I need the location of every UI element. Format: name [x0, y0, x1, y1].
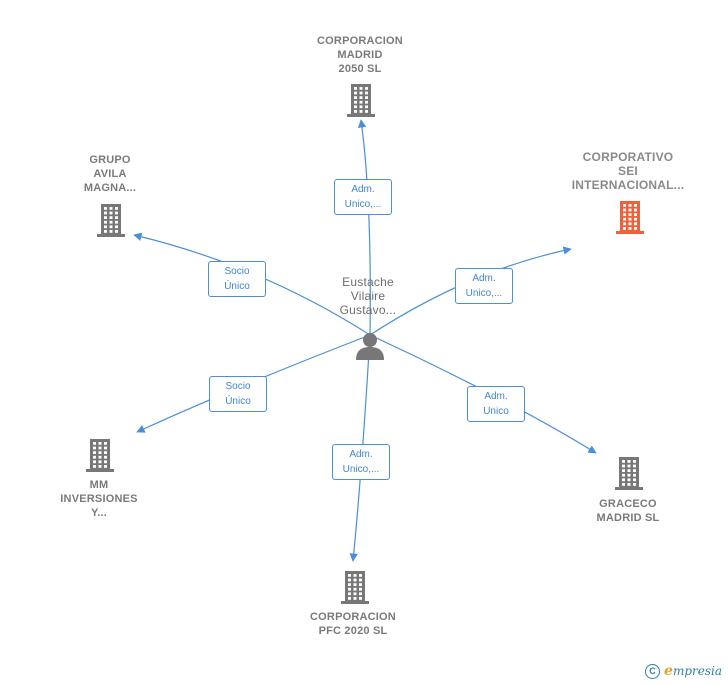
brand-rest: mpresia — [672, 664, 722, 678]
building-icon — [97, 204, 125, 237]
node-grupo-avila[interactable] — [95, 202, 127, 243]
brand-name: empresia — [664, 663, 722, 679]
node-graceco-madrid[interactable] — [613, 455, 645, 496]
node-label-corporacion-pfc[interactable]: CORPORACION PFC 2020 SL — [310, 611, 396, 637]
edge-label-corporacion-pfc[interactable]: Adm. Unico,... — [332, 444, 390, 480]
node-label-corporativo-sei[interactable]: CORPORATIVO SEI INTERNACIONAL... — [571, 150, 685, 192]
edge-label-graceco-madrid[interactable]: Adm. Unico — [467, 386, 525, 422]
node-label-grupo-avila[interactable]: GRUPO AVILA MAGNA... — [83, 154, 137, 194]
building-icon — [616, 201, 644, 234]
edge-label-corporacion-madrid[interactable]: Adm. Unico,... — [334, 179, 392, 215]
edge-label-corporativo-sei[interactable]: Adm. Unico,... — [455, 268, 513, 304]
brand-initial: e — [664, 663, 673, 679]
center-person-node[interactable] — [355, 332, 385, 365]
brand-watermark: C empresia — [645, 663, 722, 679]
edge-label-grupo-avila[interactable]: Socio Único — [208, 261, 266, 297]
building-icon — [86, 439, 114, 472]
center-person-label[interactable]: Eustache Vilaire Gustavo... — [339, 275, 397, 317]
edge-label-mm-inversiones[interactable]: Socio Único — [209, 376, 267, 412]
node-mm-inversiones[interactable] — [84, 437, 116, 478]
person-icon — [356, 333, 384, 360]
node-corporacion-madrid[interactable] — [345, 82, 377, 123]
node-corporativo-sei[interactable] — [614, 199, 646, 240]
building-icon — [347, 84, 375, 117]
building-icon — [615, 457, 643, 490]
building-icon — [341, 571, 369, 604]
node-label-graceco-madrid[interactable]: GRACECO MADRID SL — [596, 498, 660, 524]
node-label-mm-inversiones[interactable]: MM INVERSIONES Y... — [60, 479, 138, 519]
copyright-icon: C — [645, 663, 661, 679]
node-label-corporacion-madrid[interactable]: CORPORACION MADRID 2050 SL — [317, 35, 403, 75]
node-corporacion-pfc[interactable] — [339, 569, 371, 610]
